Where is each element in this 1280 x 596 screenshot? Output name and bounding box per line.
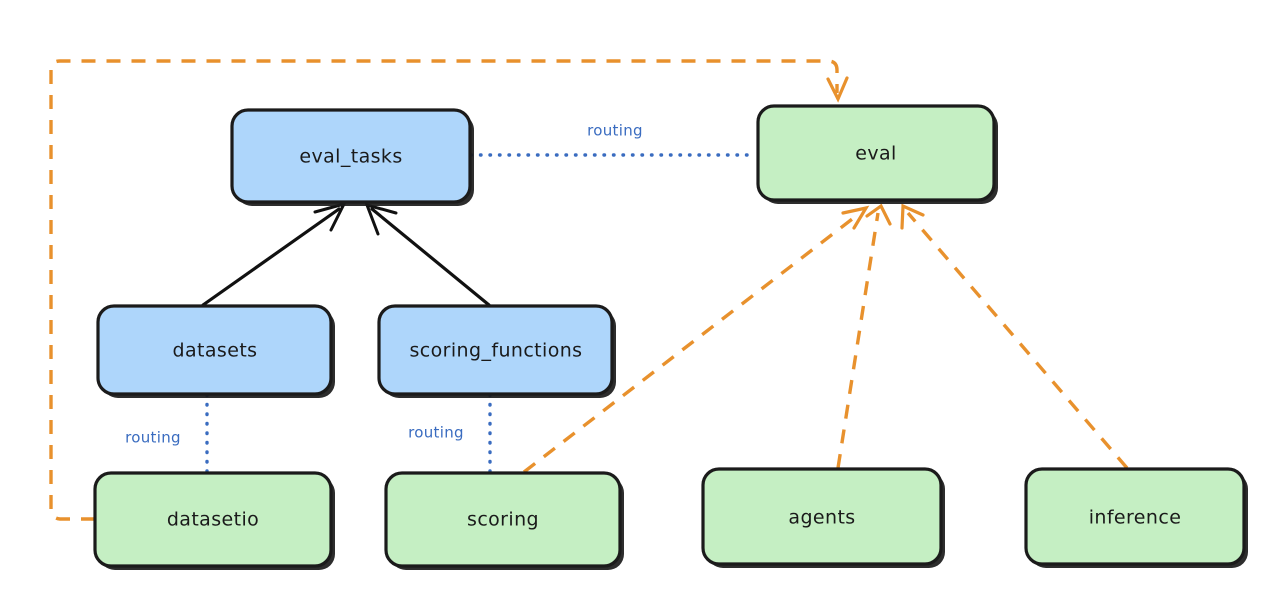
node-label-eval: eval bbox=[855, 143, 896, 165]
node-label-datasetio: datasetio bbox=[167, 509, 259, 531]
node-label-scoring: scoring bbox=[467, 509, 539, 531]
edge-label-routing-datasets: routing bbox=[125, 429, 181, 447]
node-label-eval-tasks: eval_tasks bbox=[299, 146, 402, 168]
node-scoring[interactable]: scoring bbox=[384, 471, 624, 570]
node-label-inference: inference bbox=[1089, 507, 1182, 529]
edge-label-routing-eval-tasks: routing bbox=[587, 122, 643, 140]
edge-datasets-to-eval-tasks bbox=[201, 201, 347, 307]
node-label-datasets: datasets bbox=[173, 340, 258, 362]
edge-scoring-to-eval bbox=[522, 205, 870, 474]
edge-datasetio-to-eval bbox=[49, 59, 849, 521]
node-eval[interactable]: eval bbox=[756, 104, 998, 204]
node-agents[interactable]: agents bbox=[701, 467, 945, 568]
edge-agents-to-eval bbox=[836, 203, 892, 469]
edge-scoring-functions-to-eval-tasks bbox=[364, 202, 491, 307]
node-eval-tasks[interactable]: eval_tasks bbox=[230, 108, 474, 206]
node-datasets[interactable]: datasets bbox=[96, 304, 335, 398]
node-label-agents: agents bbox=[788, 507, 855, 529]
node-datasetio[interactable]: datasetio bbox=[93, 471, 335, 570]
edge-label-routing-scoring-functions: routing bbox=[408, 424, 464, 442]
edge-inference-to-eval bbox=[900, 203, 1129, 470]
node-label-scoring-functions: scoring_functions bbox=[410, 340, 583, 362]
node-inference[interactable]: inference bbox=[1024, 467, 1248, 568]
node-scoring-functions[interactable]: scoring_functions bbox=[377, 304, 616, 398]
